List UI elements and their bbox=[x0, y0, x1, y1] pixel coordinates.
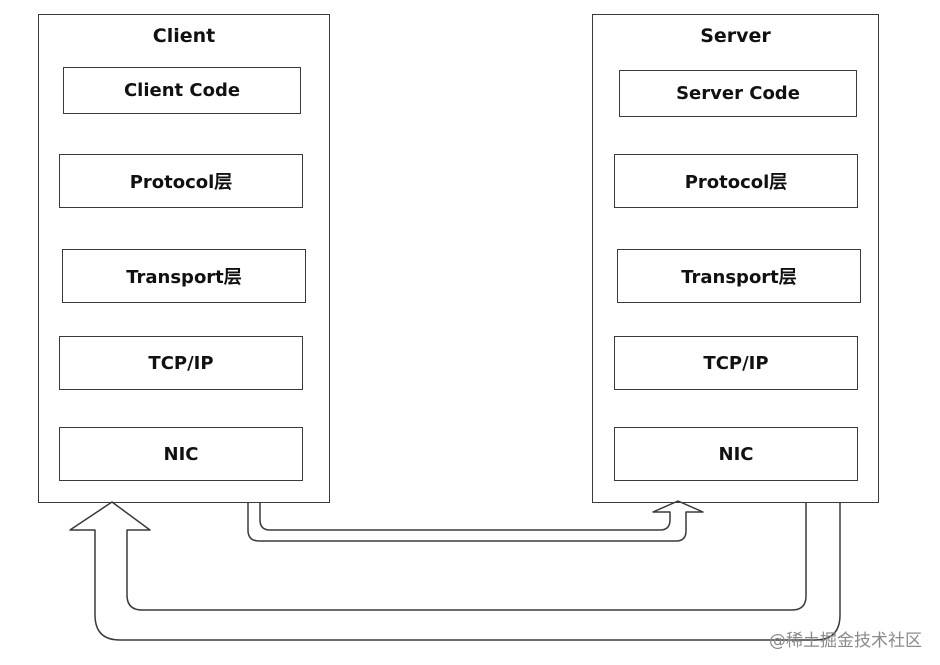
server-layer-protocol: Protocol层 bbox=[614, 154, 858, 208]
client-layer-nic: NIC bbox=[59, 427, 303, 481]
server-layer-tcpip: TCP/IP bbox=[614, 336, 858, 390]
server-to-client-arrow bbox=[69, 501, 841, 641]
server-title: Server bbox=[700, 25, 771, 47]
server-layer-nic: NIC bbox=[614, 427, 858, 481]
client-layer-tcpip: TCP/IP bbox=[59, 336, 303, 390]
server-layer-transport: Transport层 bbox=[617, 249, 861, 303]
client-layer-client-code: Client Code bbox=[63, 67, 301, 114]
client-stack: Client Client Code Protocol层 Transport层 … bbox=[38, 14, 330, 503]
client-to-server-arrow bbox=[247, 500, 704, 542]
client-title: Client bbox=[152, 25, 216, 47]
client-layer-transport: Transport层 bbox=[62, 249, 306, 303]
watermark: @稀土掘金技术社区 bbox=[769, 631, 922, 651]
client-layer-protocol: Protocol层 bbox=[59, 154, 303, 208]
server-layer-server-code: Server Code bbox=[619, 70, 857, 117]
server-stack: Server Server Code Protocol层 Transport层 … bbox=[592, 14, 879, 503]
